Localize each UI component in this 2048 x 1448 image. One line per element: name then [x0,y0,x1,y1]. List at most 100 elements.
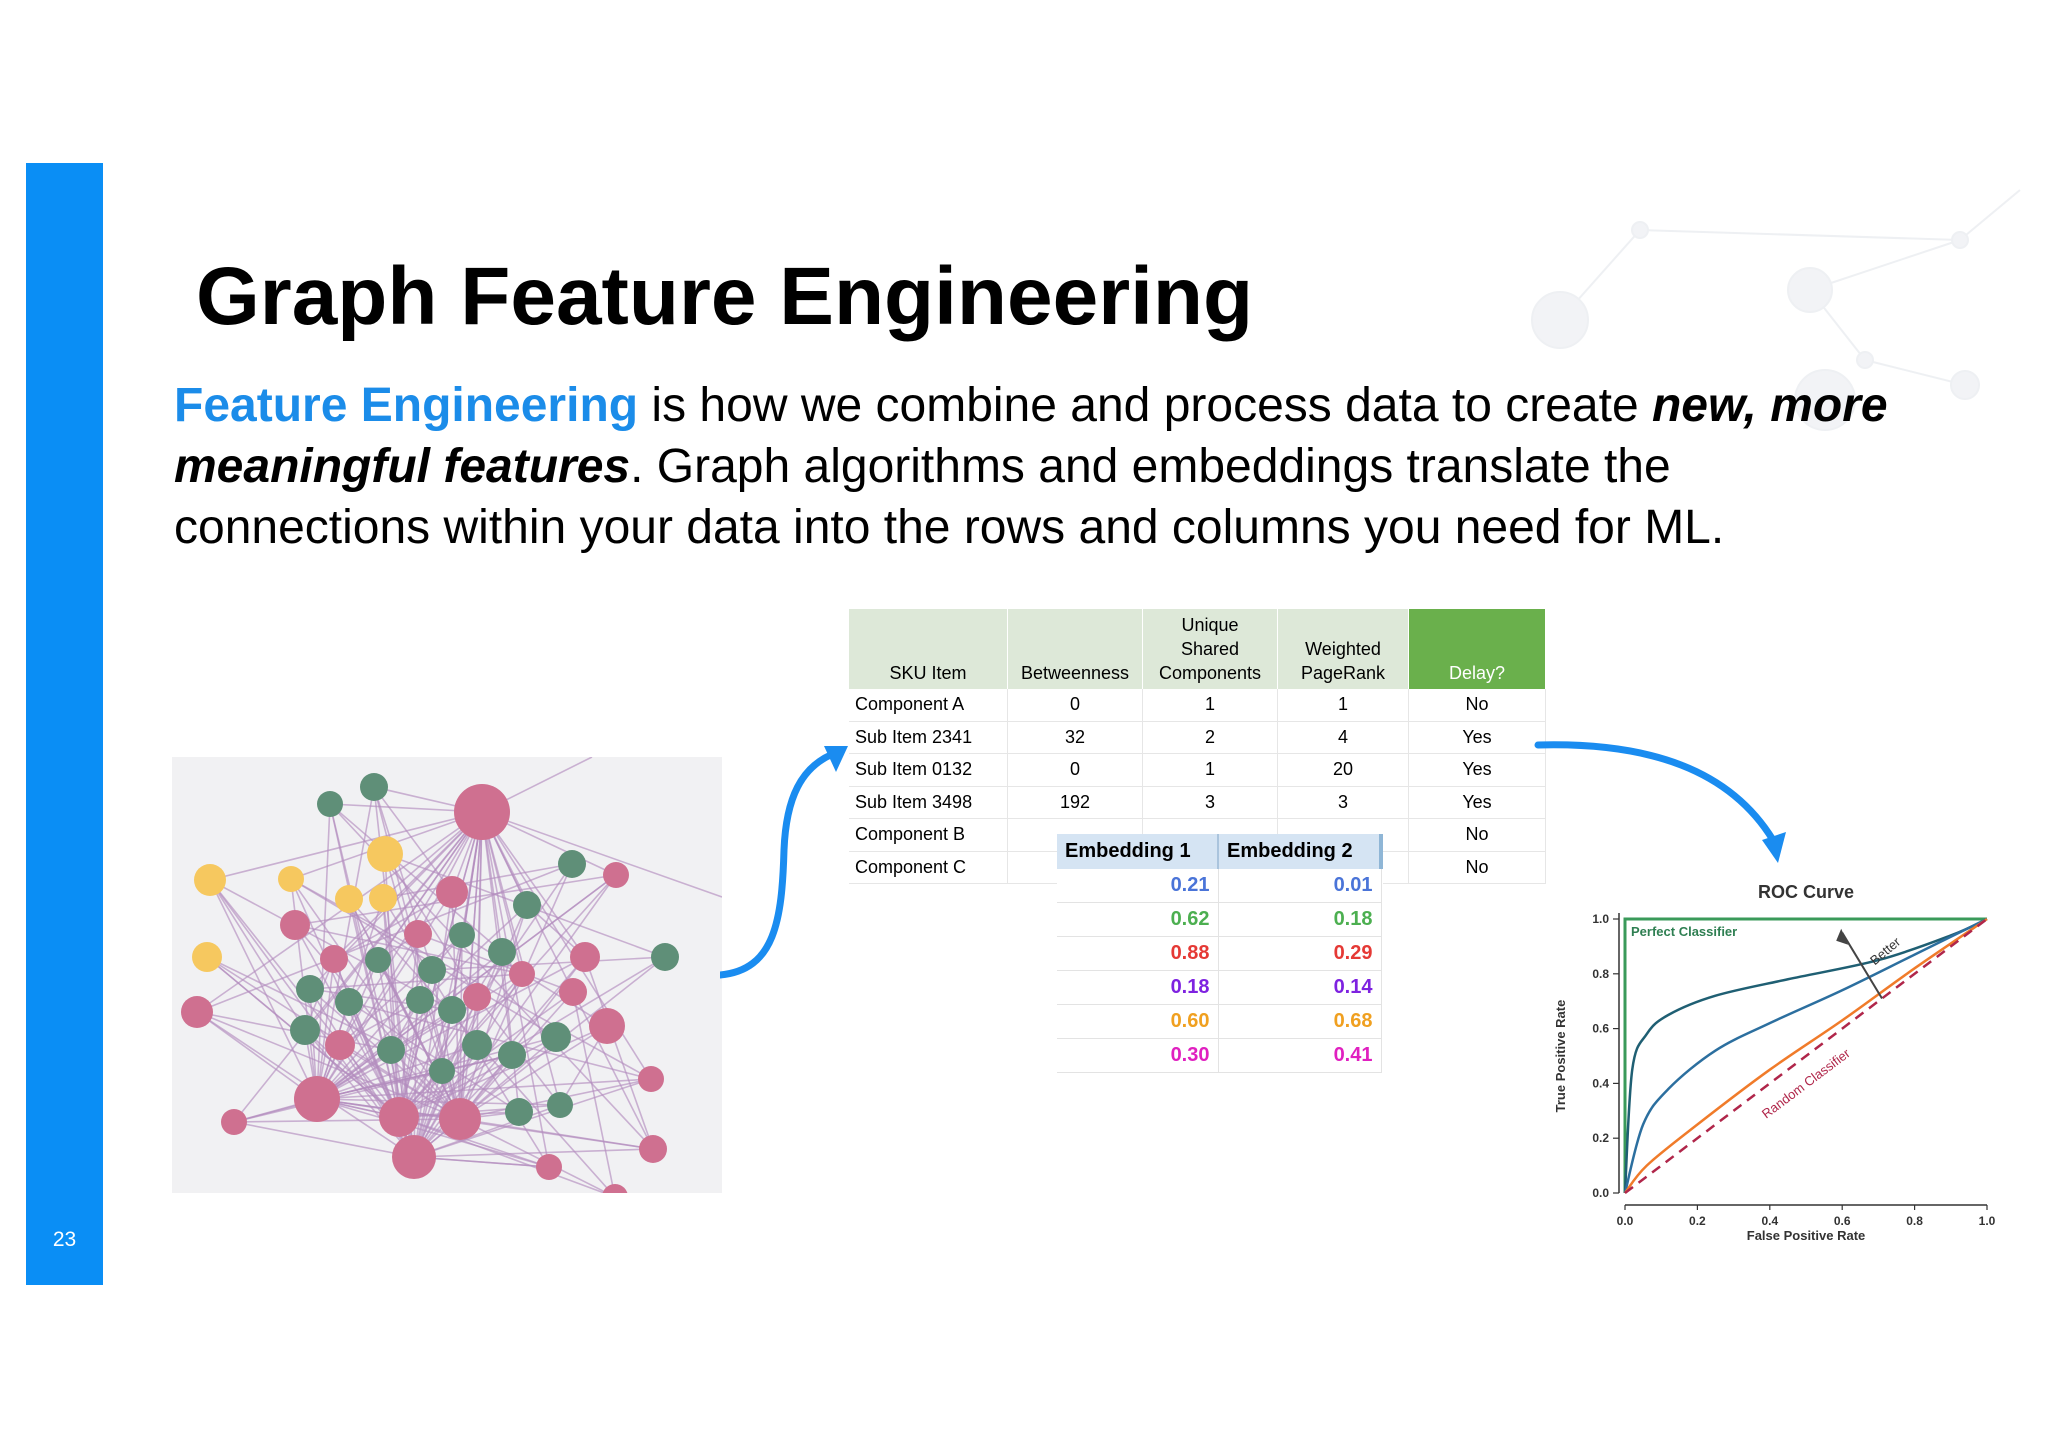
graph-node [602,1184,628,1193]
perfect-classifier-label: Perfect Classifier [1631,924,1737,939]
table-cell: Component A [849,689,1008,722]
graph-node [221,1109,247,1135]
table-cell: No [1408,689,1546,722]
accent-sidebar-bar [26,163,103,1285]
table-cell: 20 [1277,753,1409,787]
embedding-value: 0.14 [1218,970,1382,1005]
graph-node [181,996,213,1028]
table-cell: 3 [1277,786,1409,819]
graph-node [294,1076,340,1122]
table-cell: Sub Item 3498 [849,786,1008,819]
x-tick-label: 0.2 [1689,1214,1706,1228]
y-tick-label: 0.4 [1592,1076,1609,1090]
embedding-value: 0.41 [1218,1038,1382,1073]
table-cell: 1 [1142,753,1278,787]
arrow-to-roc-curve [1534,741,1786,863]
roc-series-line [1624,917,1988,1194]
graph-node [392,1135,436,1179]
table-cell: Component C [849,851,1008,884]
graph-node [638,1066,664,1092]
graph-node [498,1041,526,1069]
graph-node [559,978,587,1006]
graph-node [325,1030,355,1060]
table-cell: 3 [1142,786,1278,819]
graph-node [377,1036,405,1064]
graph-node [505,1098,533,1126]
graph-node [429,1058,455,1084]
slide-title: Graph Feature Engineering [196,251,1254,342]
embedding-value: 0.01 [1218,869,1382,903]
graph-node [379,1097,419,1137]
background-network-decoration [1531,189,2021,431]
column-header-sku-item: SKU Item [849,609,1008,689]
graph-node [603,862,629,888]
graph-node [335,988,363,1016]
x-axis-label: False Positive Rate [1747,1228,1866,1243]
graph-node [558,850,586,878]
table-cell: 2 [1142,721,1278,754]
y-tick-label: 0.2 [1592,1131,1609,1145]
column-header-delay: Delay? [1408,609,1546,689]
table-cell: 1 [1142,689,1278,722]
table-cell: 32 [1007,721,1143,754]
table-cell: 1 [1277,689,1409,722]
graph-node [547,1092,573,1118]
arrow-to-feature-table [720,746,848,979]
roc-series-line [1623,917,1988,1194]
embedding-value: 0.29 [1218,936,1382,971]
intro-highlight: Feature Engineering [174,379,639,432]
intro-paragraph: Feature Engineering is how we combine an… [174,375,1894,558]
graph-node [570,942,600,972]
x-tick-label: 0.8 [1906,1214,1923,1228]
graph-node [365,947,391,973]
graph-node [192,942,222,972]
table-cell: 0 [1007,689,1143,722]
graph-node [296,975,324,1003]
graph-node [651,943,679,971]
graph-node [589,1008,625,1044]
x-tick-label: 0.6 [1834,1214,1851,1228]
graph-node [278,866,304,892]
intro-text-part2: . Graph algorithms and embeddings transl… [174,440,1725,554]
embedding-value: 0.30 [1057,1038,1219,1073]
graph-node [454,784,510,840]
table-cell: 0 [1007,753,1143,787]
embedding-value: 0.21 [1057,869,1219,903]
graph-node [436,876,468,908]
intro-text-part1: is how we combine and process data to cr… [638,379,1652,432]
chart-title: ROC Curve [1758,882,1854,902]
graph-node [541,1022,571,1052]
x-tick-label: 0.0 [1617,1214,1634,1228]
y-tick-label: 0.8 [1592,967,1609,981]
intro-emphasis: new, more meaningful features [174,379,1888,493]
graph-node [463,983,491,1011]
table-cell: Yes [1408,753,1546,787]
embedding-value: 0.68 [1218,1004,1382,1039]
feature-table: SKU Item Betweenness Unique Shared Compo… [849,609,1546,884]
table-cell: 4 [1277,721,1409,754]
graph-node [404,920,432,948]
network-graph [181,757,722,1193]
table-cell: Yes [1408,786,1546,819]
embedding-value: 0.18 [1218,902,1382,937]
graph-node [439,1098,481,1140]
roc-series-line [1623,917,1987,1193]
table-cell: No [1408,818,1546,852]
roc-series-line [1623,917,1988,1194]
graph-node [369,884,397,912]
graph-node [462,1030,492,1060]
graph-node [488,938,516,966]
graph-node [536,1154,562,1180]
embedding-table-header-row: Embedding 1 Embedding 2 [1057,834,1383,869]
table-cell: No [1408,851,1546,884]
graph-node [335,885,363,913]
table-cell: 192 [1007,786,1143,819]
